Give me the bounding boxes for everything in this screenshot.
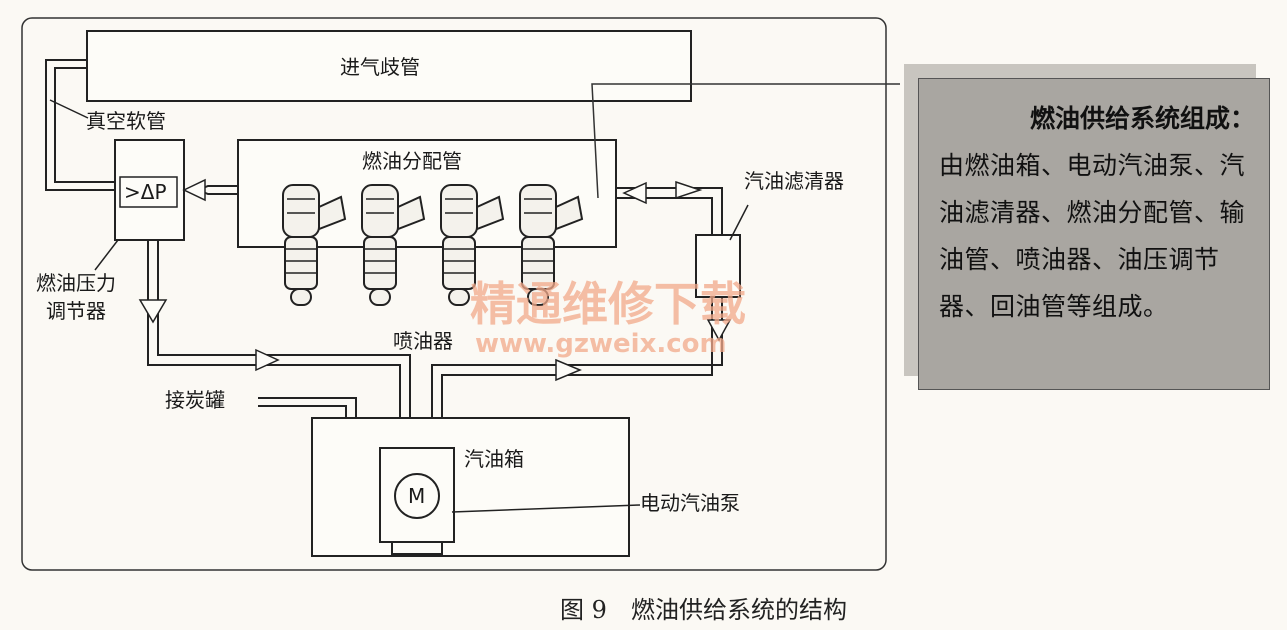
injector-4 <box>519 184 584 306</box>
intake-manifold <box>86 30 692 102</box>
pressure-regulator-label-1: 燃油压力 <box>36 271 116 295</box>
return-arrow-right <box>255 348 280 372</box>
regulator-symbol: >ΔP <box>124 180 167 204</box>
pointer-line <box>591 83 900 199</box>
injector-3 <box>440 184 505 306</box>
fuel-tank-label: 汽油箱 <box>464 447 524 471</box>
fuel-rail-label: 燃油分配管 <box>362 149 462 173</box>
canister-label: 接炭罐 <box>165 388 225 412</box>
diagram-frame <box>21 17 887 571</box>
return-line <box>147 240 401 445</box>
fuel-filter <box>695 234 741 298</box>
supply-arrow-left <box>622 181 647 205</box>
figure-caption: 图 9 燃油供给系统的结构 <box>560 596 847 624</box>
injector-2 <box>361 184 426 306</box>
injector-label: 喷油器 <box>393 329 453 353</box>
info-box-title: 燃油供给系统组成： <box>1029 104 1255 133</box>
regulator-symbol-box <box>119 176 178 208</box>
watermark-url: www.gzweix.com <box>475 329 727 359</box>
fuel-tank <box>311 417 630 557</box>
vacuum-hose-label: 真空软管 <box>86 109 166 133</box>
fuel-system-diagram: 进气歧管 真空软管 >ΔP 燃油压力 调节器 燃油分配管 <box>21 17 900 571</box>
vacuum-hose-leader <box>49 99 89 119</box>
fuel-pump-label: 电动汽油泵 <box>640 491 740 515</box>
watermark-title: 精通维修下载 <box>470 277 746 331</box>
fuel-filter-label: 汽油滤清器 <box>744 169 844 193</box>
intake-manifold-label: 进气歧管 <box>340 55 420 79</box>
supply-arrow-right <box>555 358 582 382</box>
motor-symbol: M <box>408 484 425 508</box>
info-box-body: 由燃油箱、电动汽油泵、汽油滤清器、燃油分配管、输油管、喷油器、油压调节器、回油管… <box>939 151 1246 321</box>
vacuum-hose <box>45 59 115 191</box>
injector-1 <box>282 184 347 306</box>
supply-line <box>431 235 723 445</box>
motor-icon <box>394 473 440 519</box>
pressure-regulator-label-2: 调节器 <box>46 299 106 323</box>
info-box: 燃油供给系统组成： 由燃油箱、电动汽油泵、汽油滤清器、燃油分配管、输油管、喷油器… <box>918 78 1270 390</box>
return-arrow-down <box>138 299 168 324</box>
